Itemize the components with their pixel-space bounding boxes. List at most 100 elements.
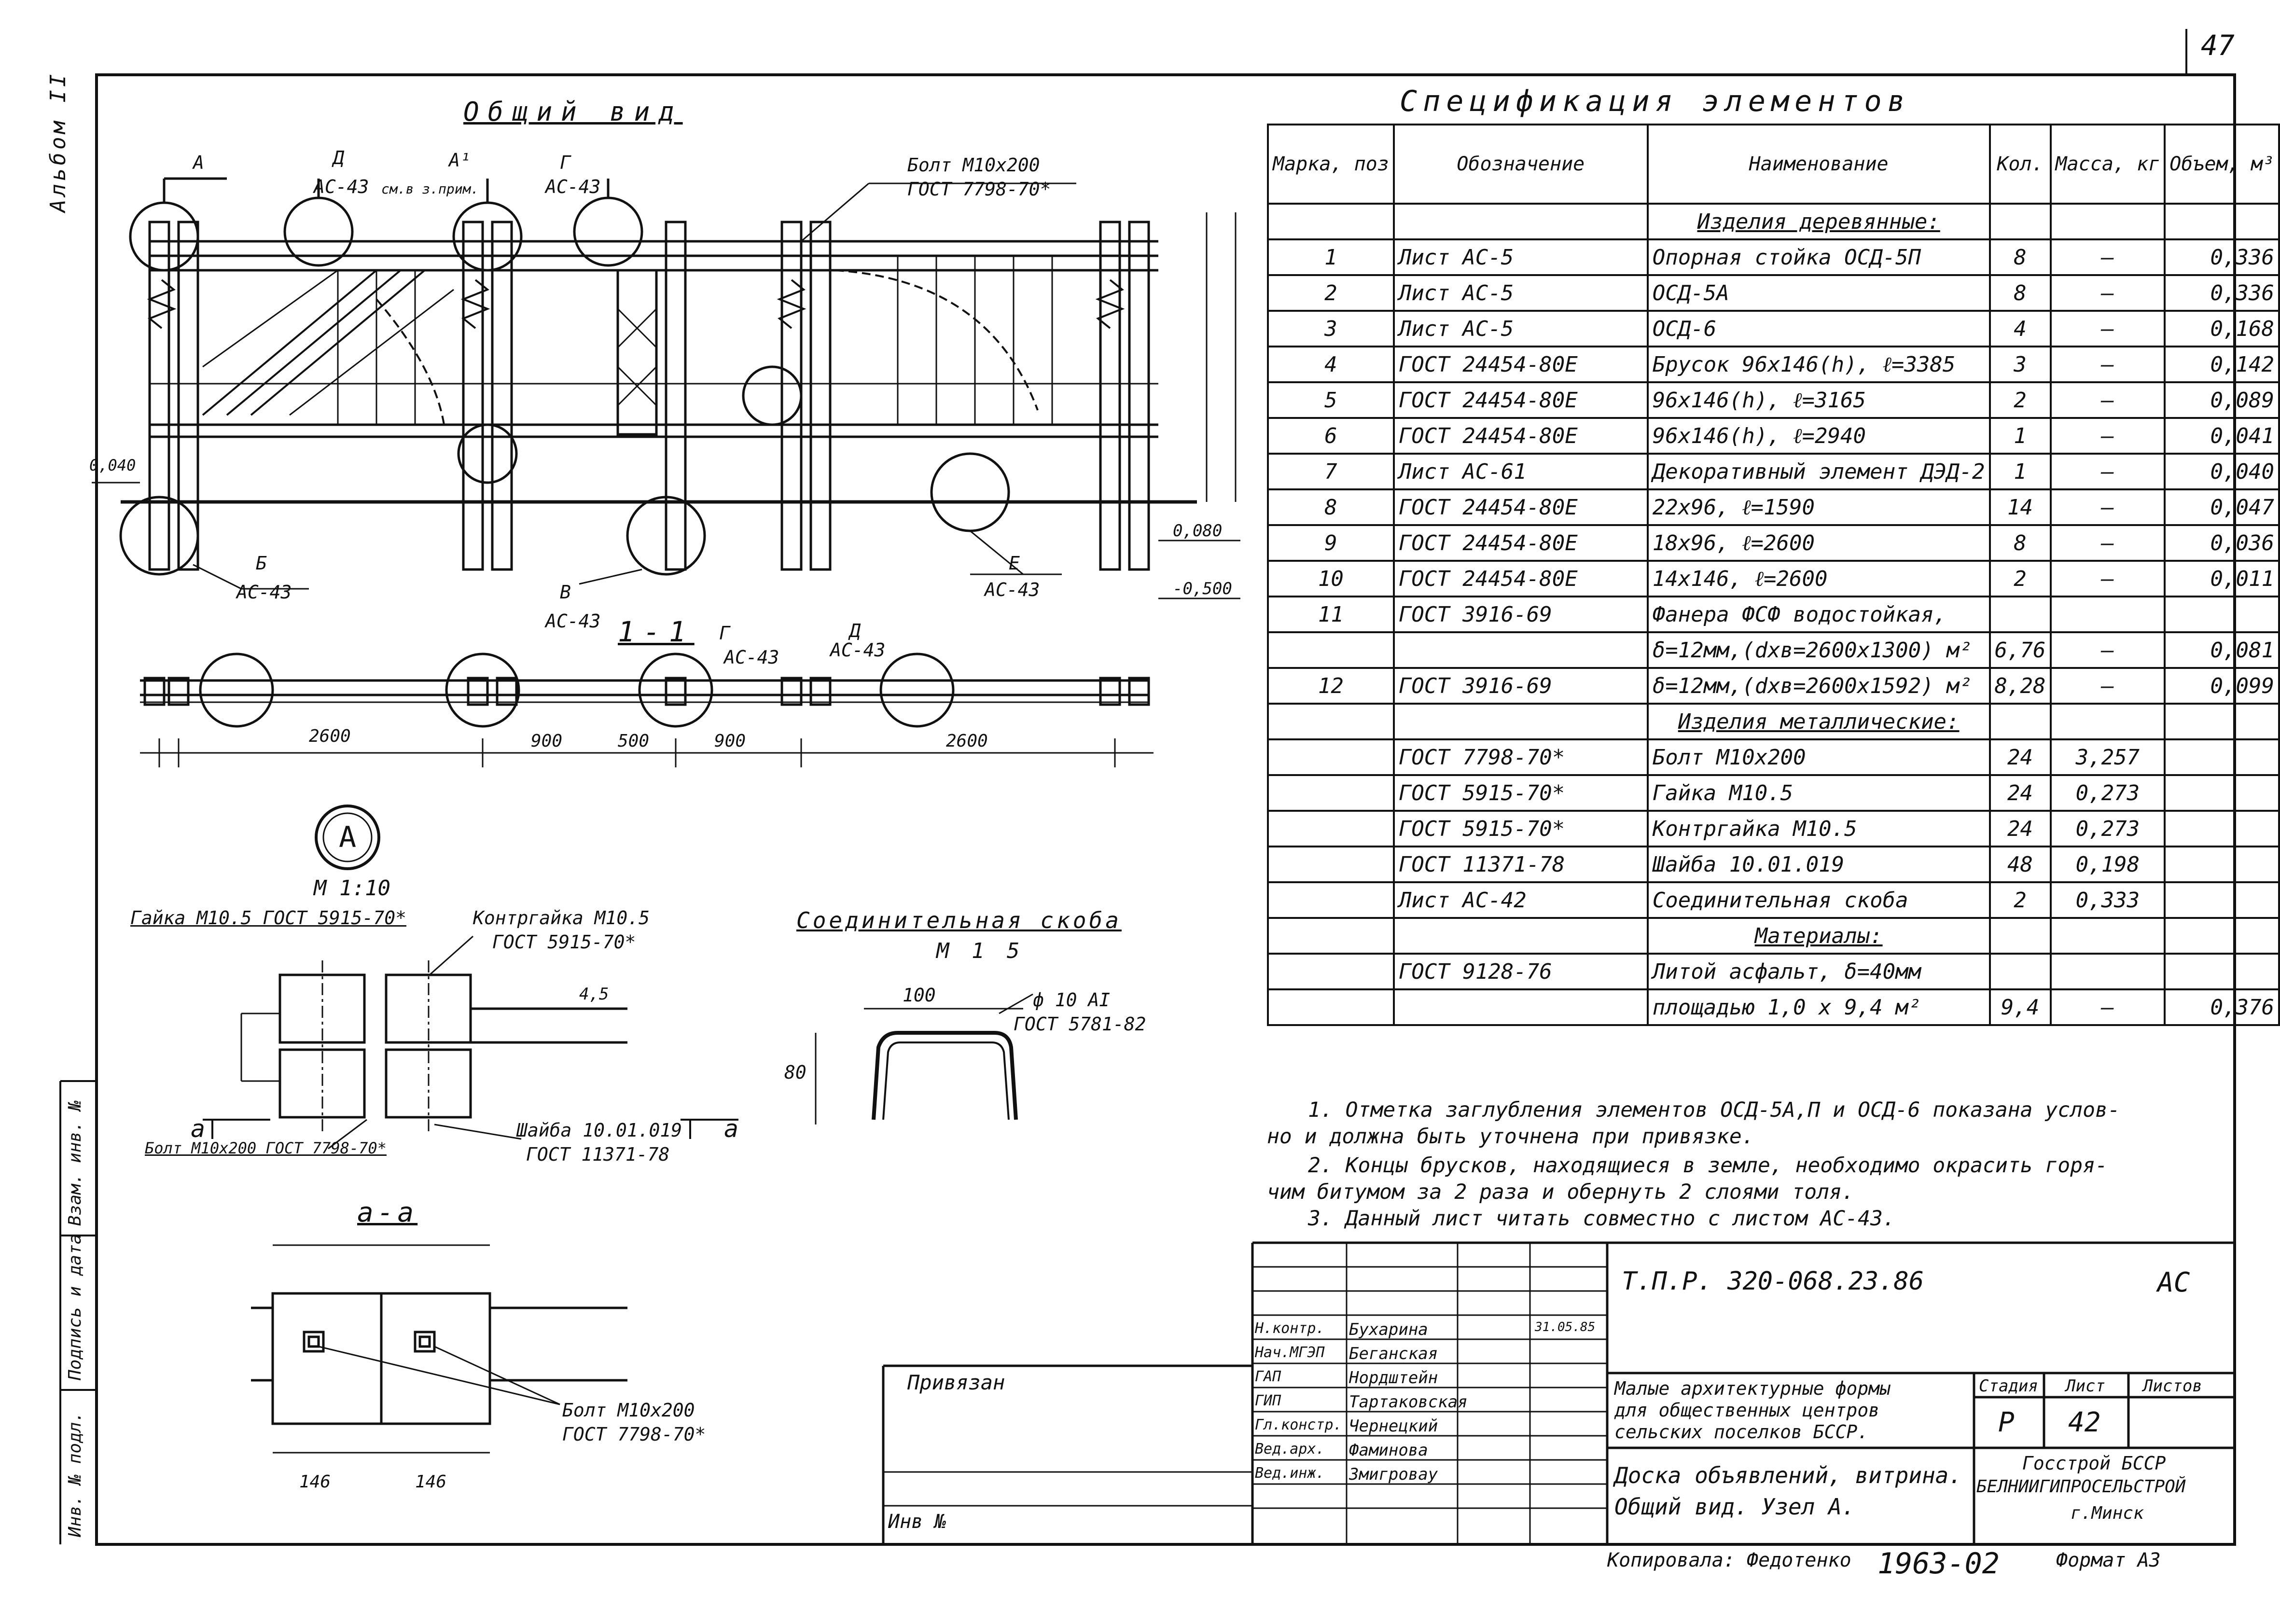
spec-cell: 0,041 [2164, 417, 2280, 455]
callout-v-ref: АС-43 [545, 611, 601, 632]
spec-group-name: Материалы: [1646, 917, 1991, 955]
section-aa-bolt-1: Болт М10х200 [562, 1400, 695, 1421]
inv-no-label: Инв № [888, 1511, 946, 1533]
spec-cell [2164, 917, 2280, 955]
spec-cell: 1 [1988, 417, 2052, 455]
spec-cell: 0,011 [2164, 560, 2280, 597]
spec-cell: ГОСТ 24454-80Е [1392, 417, 1649, 455]
spec-cell: Лист АС-5 [1392, 238, 1649, 276]
spec-cell: 0,099 [2164, 667, 2280, 705]
callout-b: Б [256, 553, 267, 574]
spec-cell [1988, 203, 2052, 240]
detail-a-dim-45: 4,5 [579, 985, 609, 1004]
spec-cell [1988, 917, 2052, 955]
spec-cell: 24 [1988, 810, 2052, 847]
bracket-drawing [815, 993, 1033, 1124]
spec-cell [1267, 881, 1395, 919]
spec-cell: δ=12мм,(dхв=2600х1592) м² [1646, 667, 1991, 705]
note-line-2: но и должна быть уточнена при привязке. [1267, 1124, 1754, 1149]
spec-cell: Декоративный элемент ДЭД-2 [1646, 453, 1991, 490]
spec-cell: 2 [1988, 560, 2052, 597]
spec-cell [1392, 917, 1649, 955]
spec-cell: 0,081 [2164, 631, 2280, 669]
spec-cell: — [2049, 667, 2166, 705]
spec-cell: 11 [1267, 596, 1395, 633]
spec-cell: 14 [1988, 488, 2052, 526]
sec-callout-g: Г [719, 623, 730, 644]
spec-cell: — [2049, 346, 2166, 383]
general-view-title: Общий вид [463, 97, 683, 127]
spec-cell [1267, 846, 1395, 883]
spec-group-name: Изделия деревянные: [1646, 203, 1991, 240]
spec-cell: — [2049, 417, 2166, 455]
callout-v: В [560, 582, 571, 603]
strip-orig-inv: Инв. № подл. [65, 1411, 85, 1537]
note-line-1: 1. Отметка заглубления элементов ОСД-5А,… [1308, 1098, 2120, 1122]
spec-cell [2164, 881, 2280, 919]
bolt-callout-2: ГОСТ 7798-70* [907, 179, 1051, 200]
spec-cell: — [2049, 524, 2166, 562]
sec-callout-d-ref: АС-43 [830, 639, 886, 661]
level-3: -0,500 [1173, 579, 1232, 598]
spec-cell: ГОСТ 24454-80Е [1392, 381, 1649, 419]
spec-cell: 8 [1267, 488, 1395, 526]
spec-cell [2049, 596, 2166, 633]
dim-2600-left: 2600 [309, 726, 351, 746]
spec-cell: 22х96, ℓ=1590 [1646, 488, 1991, 526]
detail-a-cut-left: а [191, 1115, 206, 1143]
spec-cell: ГОСТ 5915-70* [1392, 774, 1649, 812]
callout-b-ref: АС-43 [236, 582, 292, 603]
spec-cell [2164, 953, 2280, 990]
signature-role: Н.контр. [1255, 1320, 1325, 1337]
spec-cell: Гайка М10.5 [1646, 774, 1991, 812]
bolt-callout-1: Болт М10х200 [907, 154, 1040, 176]
section-aa-dim-146-left: 146 [299, 1472, 331, 1492]
spec-h-mass: Масса, кг [2049, 124, 2166, 205]
spec-cell: 96х146(h), ℓ=3165 [1646, 381, 1991, 419]
spec-cell: — [2049, 631, 2166, 669]
spec-cell [1267, 953, 1395, 990]
signature-name: Фаминова [1349, 1441, 1428, 1460]
spec-cell: 18х96, ℓ=2600 [1646, 524, 1991, 562]
spec-cell: ГОСТ 11371-78 [1392, 846, 1649, 883]
doc-mark: АС [2157, 1267, 2190, 1298]
spec-cell: площадью 1,0 х 9,4 м² [1646, 988, 1991, 1026]
spec-cell [1988, 953, 2052, 990]
spec-cell: 8,28 [1988, 667, 2052, 705]
spec-cell: 10 [1267, 560, 1395, 597]
dim-2600-right: 2600 [946, 731, 988, 751]
spec-cell [2164, 846, 2280, 883]
section-aa-drawing [251, 1244, 627, 1454]
spec-cell [2164, 703, 2280, 740]
spec-cell: — [2049, 310, 2166, 347]
spec-cell [1267, 774, 1395, 812]
spec-cell: 96х146(h), ℓ=2940 [1646, 417, 1991, 455]
spec-title: Спецификация элементов [1400, 84, 1911, 118]
spec-cell [2164, 738, 2280, 776]
spec-cell: 12 [1267, 667, 1395, 705]
spec-group-row: Материалы: [1267, 917, 2280, 955]
spec-cell [1988, 703, 2052, 740]
bracket-title: Соединительная скоба [796, 907, 1122, 933]
spec-cell: Опорная стойка ОСД-5П [1646, 238, 1991, 276]
callout-a: А [193, 152, 204, 173]
signature-role: ГИП [1255, 1392, 1281, 1409]
callout-e-ref: АС-43 [985, 579, 1040, 600]
spec-cell [1267, 631, 1395, 669]
spec-cell: Лист АС-5 [1392, 310, 1649, 347]
spec-cell: ГОСТ 5915-70* [1392, 810, 1649, 847]
spec-cell: 1 [1267, 238, 1395, 276]
sheet-title-1: Доска объявлений, витрина. [1614, 1462, 1962, 1488]
dim-900-right: 900 [714, 731, 746, 751]
callout-a1: А¹ [449, 150, 471, 171]
